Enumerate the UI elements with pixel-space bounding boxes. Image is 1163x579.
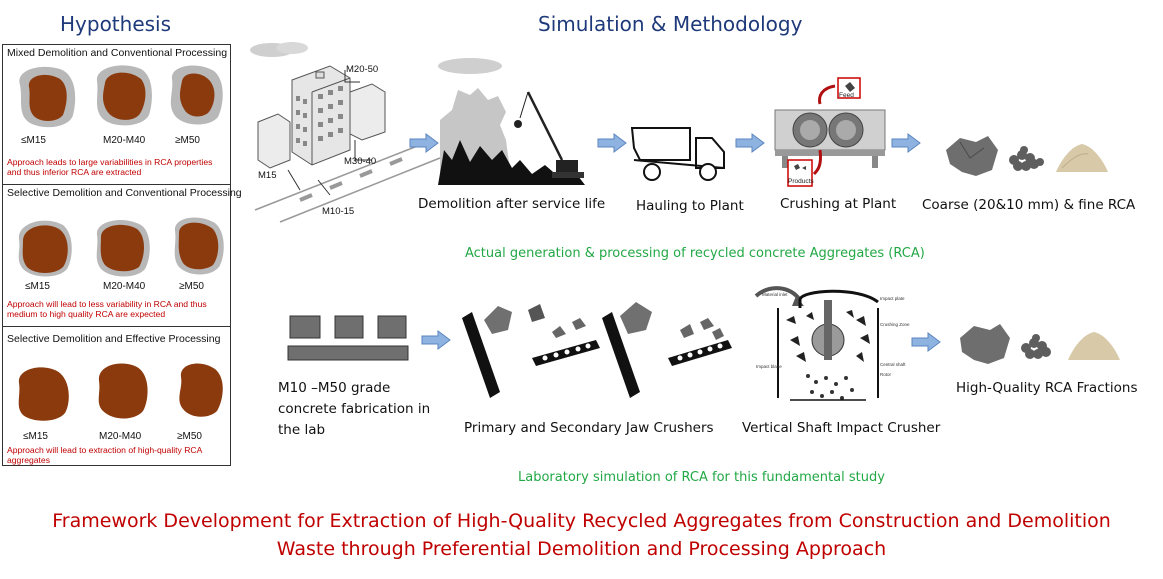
section-title: Selective Demolition and Conventional Pr…	[7, 187, 242, 199]
hypothesis-section-selective-conventional: Selective Demolition and Conventional Pr…	[3, 185, 242, 327]
building-label: M30-40	[344, 156, 377, 167]
aggregate-m20-m40	[96, 220, 150, 277]
city-buildings-illustration	[250, 42, 441, 223]
vsi-label: Impact plate	[880, 296, 905, 301]
vsi-label: Impact blade	[756, 364, 782, 369]
bottom-arrows	[421, 330, 941, 352]
fabrication-line: M10 –M50 grade	[278, 380, 391, 396]
building-label: M10-15	[322, 206, 355, 217]
hypothesis-panel: Mixed Demolition and Conventional Proces…	[2, 44, 242, 466]
fabrication-line: concrete fabrication in	[278, 401, 431, 417]
aggregate-m50	[170, 65, 223, 125]
building-label: M15	[258, 170, 277, 181]
vsi-crusher-illustration	[754, 286, 879, 401]
aggregate-m15	[18, 220, 72, 277]
crusher-plant-illustration	[774, 77, 886, 187]
building-label: M20-50	[346, 64, 379, 75]
vsi-label: Crushing Zone	[880, 322, 910, 327]
rca-output-bottom	[960, 324, 1120, 364]
aggregate-m20-m40	[96, 65, 152, 126]
step-vsi-crusher: Vertical Shaft Impact Crusher	[742, 420, 941, 436]
aggregate-figures	[18, 217, 224, 277]
grade-m50: ≥M50	[177, 431, 202, 442]
hypothesis-section-mixed: Mixed Demolition and Conventional Proces…	[3, 45, 230, 185]
grade-m15: ≤M15	[23, 431, 48, 442]
grade-m20-m40: M20-M40	[99, 431, 142, 442]
footer-title-line-1: Framework Development for Extraction of …	[52, 510, 1111, 532]
hypothesis-heading: Hypothesis	[60, 12, 172, 36]
fabrication-label: M10 –M50 grade concrete fabrication in t…	[278, 378, 430, 441]
rca-output-top	[946, 136, 1108, 176]
top-arrows	[409, 133, 921, 153]
section-note: Approach leads to large variabilities in…	[7, 157, 213, 177]
grade-m20-m40: M20-M40	[103, 135, 146, 146]
grade-m20-m40: M20-M40	[103, 281, 146, 292]
step-hauling: Hauling to Plant	[636, 198, 744, 214]
step-high-quality-rca: High-Quality RCA Fractions	[956, 380, 1138, 396]
step-rca-output: Coarse (20&10 mm) & fine RCA	[922, 197, 1136, 213]
bottom-row-caption: Laboratory simulation of RCA for this fu…	[518, 470, 885, 485]
jaw-crushers-illustration	[462, 302, 732, 398]
step-demolition: Demolition after service life	[418, 196, 606, 212]
footer-title-line-2: Waste through Preferential Demolition an…	[276, 538, 887, 560]
crusher-tag: Products	[788, 178, 814, 185]
grade-m50: ≥M50	[179, 281, 204, 292]
section-title: Mixed Demolition and Conventional Proces…	[7, 47, 228, 59]
vsi-label: Central shaft	[880, 362, 906, 367]
aggregate-figures	[18, 363, 223, 421]
aggregate-figures	[19, 65, 223, 128]
aggregate-m50	[179, 363, 223, 417]
grade-m15: ≤M15	[21, 135, 46, 146]
grade-m15: ≤M15	[25, 281, 50, 292]
aggregate-m50	[174, 217, 224, 275]
section-note: Approach will lead to extraction of high…	[7, 445, 202, 465]
grade-m50: ≥M50	[175, 135, 200, 146]
fabrication-line: the lab	[278, 422, 326, 438]
concrete-specimens	[287, 315, 409, 361]
simulation-heading: Simulation & Methodology	[538, 12, 803, 36]
dump-truck-illustration	[630, 127, 725, 181]
aggregate-m15	[19, 66, 76, 128]
step-jaw-crushers: Primary and Secondary Jaw Crushers	[464, 420, 714, 436]
crusher-tag: Feed	[839, 92, 854, 99]
section-note: Approach will lead to less variability i…	[7, 299, 207, 319]
aggregate-m15	[18, 367, 69, 421]
top-row-caption: Actual generation & processing of recycl…	[465, 246, 925, 261]
vsi-label: Material inlet	[762, 292, 788, 297]
demolition-illustration	[438, 58, 585, 185]
hypothesis-section-selective-effective: Selective Demolition and Effective Proce…	[3, 327, 230, 465]
aggregate-m20-m40	[98, 363, 148, 419]
vsi-label: Rotor	[880, 372, 892, 377]
step-crushing: Crushing at Plant	[780, 196, 897, 212]
section-title: Selective Demolition and Effective Proce…	[7, 333, 221, 345]
